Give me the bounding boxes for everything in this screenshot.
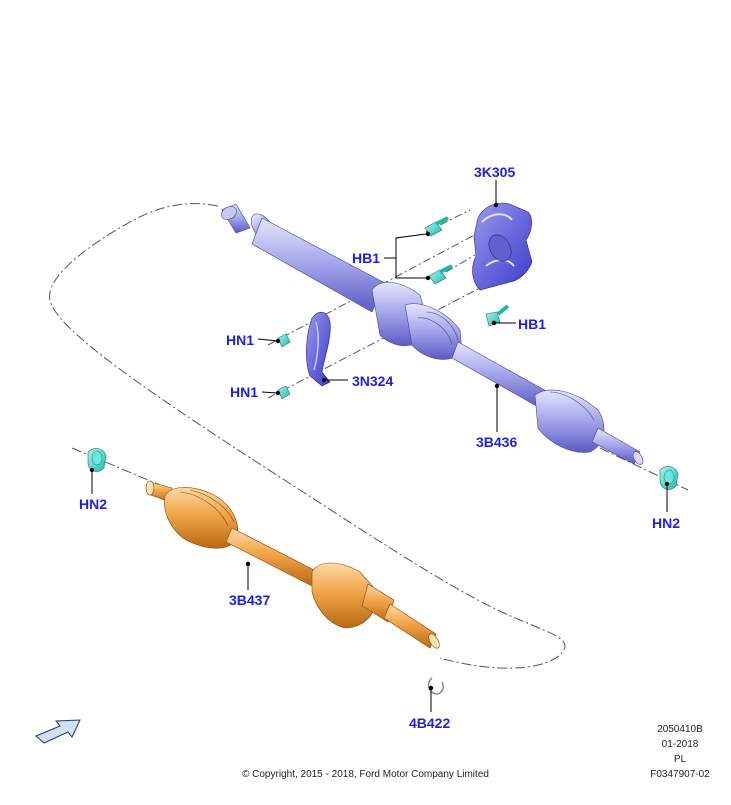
leader-hn1-lower bbox=[261, 391, 279, 394]
strap bbox=[306, 311, 331, 387]
part-label-hb1-lower[interactable]: HB1 bbox=[518, 316, 547, 332]
bolt-hb1-middle bbox=[428, 264, 453, 285]
part-label-4b422[interactable]: 4B422 bbox=[409, 715, 451, 731]
part-label-3k305[interactable]: 3K305 bbox=[474, 164, 516, 180]
copyright-text: © Copyright, 2015 - 2018, Ford Motor Com… bbox=[242, 769, 489, 780]
nut-hn1-upper bbox=[277, 333, 291, 348]
diagram-region: PL bbox=[673, 754, 687, 765]
nut-hn2-right bbox=[659, 466, 679, 490]
leader-dots bbox=[89, 202, 670, 691]
part-label-3b436[interactable]: 3B436 bbox=[476, 434, 518, 450]
assembly-outline bbox=[49, 203, 566, 669]
part-label-hn2-left[interactable]: HN2 bbox=[79, 496, 108, 512]
leader-hn1-upper bbox=[257, 338, 279, 342]
part-label-hb1-upper[interactable]: HB1 bbox=[352, 250, 381, 266]
left-halfshaft bbox=[145, 480, 440, 649]
part-label-hn1-lower[interactable]: HN1 bbox=[230, 384, 259, 400]
left-shaft-centerline bbox=[71, 447, 161, 486]
part-label-hn2-right[interactable]: HN2 bbox=[652, 515, 681, 531]
right-halfshaft bbox=[221, 203, 644, 465]
diagram-date: 01-2018 bbox=[661, 739, 699, 750]
nut-hn2-left bbox=[87, 448, 107, 472]
snap-ring bbox=[427, 677, 444, 695]
part-label-hn1-upper[interactable]: HN1 bbox=[226, 332, 255, 348]
leader-hb1-middle bbox=[395, 258, 428, 279]
leader-lines bbox=[91, 180, 668, 712]
leader-hb1-upper bbox=[384, 233, 427, 259]
figure-id: F0347907-02 bbox=[650, 769, 710, 780]
arrow-icon[interactable] bbox=[35, 719, 81, 744]
bearing-bracket bbox=[472, 202, 533, 291]
nut-hn1-lower bbox=[277, 385, 291, 400]
part-label-3b437[interactable]: 3B437 bbox=[229, 592, 271, 608]
part-label-3n324[interactable]: 3N324 bbox=[352, 373, 394, 389]
diagram-code: 2050410B bbox=[657, 724, 703, 735]
